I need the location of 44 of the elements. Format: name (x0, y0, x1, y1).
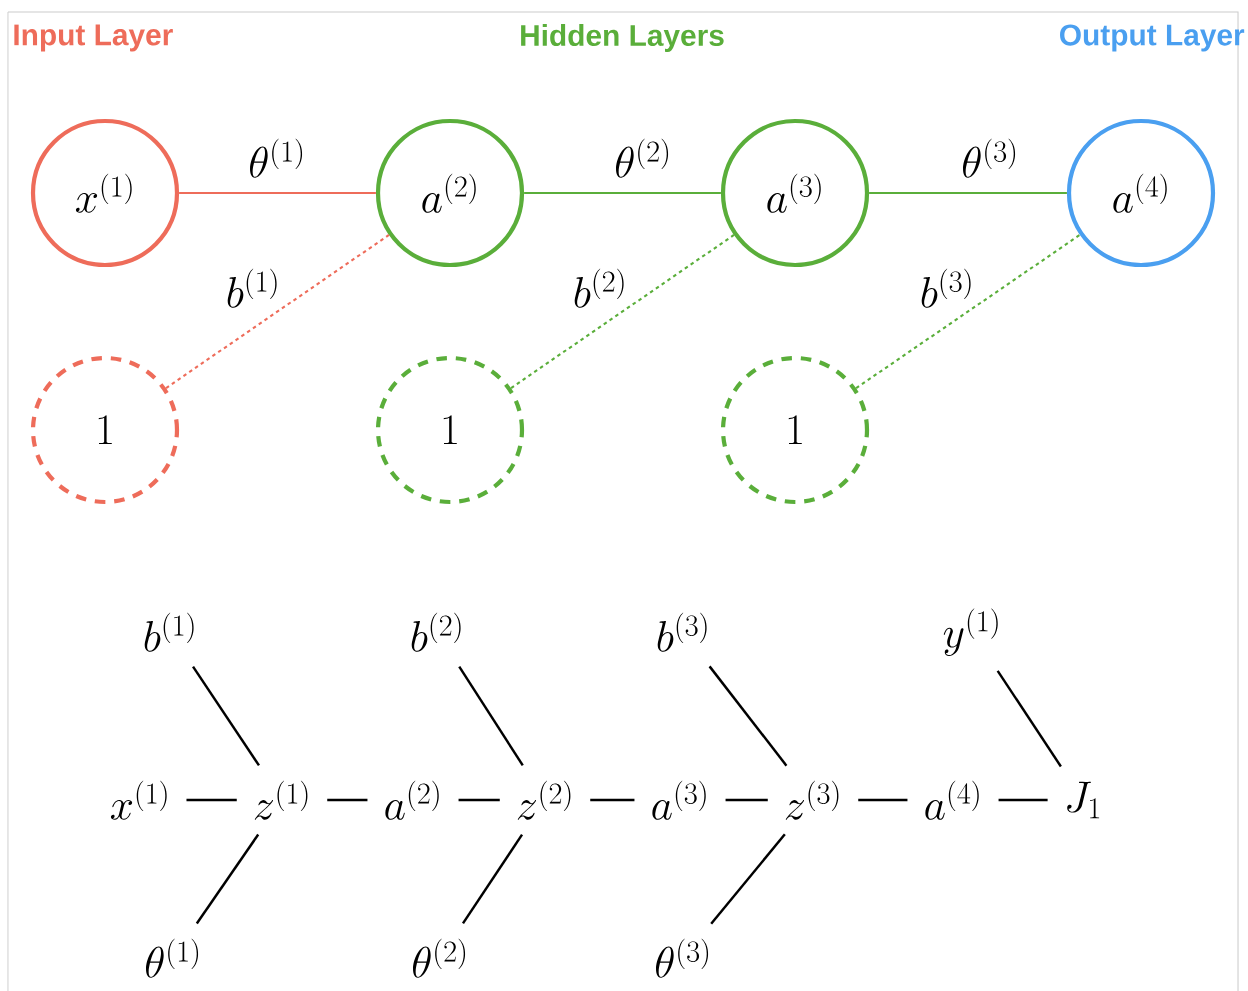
connection-line (186, 798, 237, 802)
graph-variable: $b^{(1)}$ (144, 612, 194, 652)
connection-line (524, 191, 721, 195)
connection-line (869, 191, 1067, 195)
edge-label: $\theta^{(1)}$ (250, 138, 303, 178)
layer-heading: Hidden Layers (521, 24, 724, 52)
connection-line (725, 798, 768, 802)
edge-label: $b^{(2)}$ (574, 268, 624, 308)
graph-variable: $\theta^{(3)}$ (656, 938, 709, 978)
connection-line (461, 833, 524, 925)
graph-variable: $b^{(2)}$ (411, 612, 461, 652)
connection-line (858, 798, 908, 802)
connection-line (458, 665, 524, 767)
graph-variable: $J_1$ (1067, 781, 1100, 819)
graph-variable: $\theta^{(2)}$ (413, 938, 466, 978)
edge-label: $b^{(3)}$ (921, 268, 971, 308)
edge-label: $\theta^{(3)}$ (963, 138, 1016, 178)
graph-variable: $a^{(3)}$ (652, 780, 706, 820)
graph-variable: $y^{(1)}$ (943, 608, 998, 656)
layer-heading: Input Layer (14, 24, 173, 52)
connection-line (195, 833, 260, 925)
connection-line (855, 234, 1081, 389)
connection-line (165, 234, 390, 389)
layer-heading: Output Layer (1060, 24, 1245, 52)
graph-variable: $a^{(4)}$ (925, 780, 979, 820)
connection-line (179, 191, 376, 195)
graph-variable: $z^{(2)}$ (517, 780, 571, 820)
connection-line (458, 798, 500, 802)
graph-variable: $b^{(3)}$ (657, 612, 707, 652)
graph-variable: $\theta^{(1)}$ (146, 938, 199, 978)
connection-line (192, 665, 260, 767)
connection-line (327, 798, 368, 802)
connection-line (510, 234, 735, 389)
connection-line (998, 798, 1048, 802)
edge-label: $\theta^{(2)}$ (616, 138, 669, 178)
graph-variable: $a^{(2)}$ (385, 780, 439, 820)
connection-line (996, 670, 1062, 768)
edge-label: $b^{(1)}$ (227, 268, 277, 308)
connection-line (708, 665, 788, 767)
connection-line (590, 798, 635, 802)
graph-variable: $x^{(1)}$ (110, 780, 167, 820)
graph-variable: $z^{(3)}$ (785, 780, 839, 820)
connection-line (710, 833, 786, 925)
graph-variable: $z^{(1)}$ (254, 780, 308, 820)
